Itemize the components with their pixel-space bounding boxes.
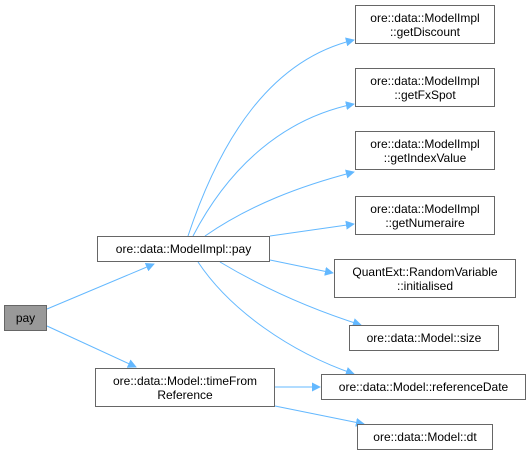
- node-modelimpl-pay-label: ore::data::ModelImpl::pay: [115, 242, 252, 256]
- edge-pay-to-modelimpl-pay: [46, 262, 155, 310]
- edge-modelimpl-pay-to-get-numeraire: [269, 220, 355, 237]
- edge-modelimpl-pay-to-reference-date: [197, 261, 355, 376]
- node-pay: pay: [4, 305, 47, 331]
- node-reference-date-label: ore::data::Model::referenceDate: [338, 380, 509, 394]
- node-get-index-value-label-2: ::getIndexValue: [383, 150, 467, 165]
- edge-modelimpl-pay-to-size: [219, 261, 362, 327]
- node-get-discount-label-2: ::getDiscount: [389, 24, 461, 39]
- node-modelimpl-pay[interactable]: ore::data::ModelImpl::pay: [97, 236, 270, 262]
- node-dt[interactable]: ore::data::Model::dt: [357, 424, 493, 450]
- node-time-from-reference-label-1: ore::data::Model::timeFrom: [112, 373, 258, 388]
- node-get-index-value[interactable]: ore::data::ModelImpl ::getIndexValue: [355, 131, 495, 170]
- node-get-numeraire-label-2: ::getNumeraire: [385, 215, 465, 230]
- node-time-from-reference-label-2: Reference: [157, 387, 213, 402]
- edge-time-from-reference-to-dt: [274, 405, 365, 427]
- node-get-fx-spot-label-2: ::getFxSpot: [394, 87, 456, 102]
- node-get-discount-label-1: ore::data::ModelImpl: [370, 10, 480, 25]
- edge-modelimpl-pay-to-initialised: [269, 259, 334, 276]
- node-reference-date[interactable]: ore::data::Model::referenceDate: [321, 374, 526, 400]
- node-get-numeraire-label-1: ore::data::ModelImpl: [370, 201, 480, 216]
- node-get-discount[interactable]: ore::data::ModelImpl ::getDiscount: [355, 5, 495, 44]
- node-size[interactable]: ore::data::Model::size: [349, 325, 499, 351]
- node-get-fx-spot[interactable]: ore::data::ModelImpl ::getFxSpot: [355, 68, 495, 107]
- node-initialised[interactable]: QuantExt::RandomVariable ::initialised: [334, 259, 516, 298]
- node-size-label: ore::data::Model::size: [366, 331, 482, 345]
- node-get-index-value-label-1: ore::data::ModelImpl: [370, 136, 480, 151]
- node-dt-label: ore::data::Model::dt: [373, 430, 477, 444]
- node-get-fx-spot-label-1: ore::data::ModelImpl: [370, 73, 480, 88]
- edge-modelimpl-pay-to-get-fx-spot: [192, 101, 355, 237]
- node-time-from-reference[interactable]: ore::data::Model::timeFrom Reference: [95, 368, 275, 407]
- node-initialised-label-2: ::initialised: [396, 278, 454, 293]
- edge-pay-to-time-from-reference: [46, 325, 137, 368]
- node-pay-label: pay: [15, 311, 36, 325]
- node-get-numeraire[interactable]: ore::data::ModelImpl ::getNumeraire: [355, 196, 495, 235]
- edge-modelimpl-pay-to-get-index-value: [204, 169, 355, 237]
- edge-modelimpl-pay-to-get-discount: [187, 37, 355, 237]
- node-initialised-label-1: QuantExt::RandomVariable: [352, 264, 498, 279]
